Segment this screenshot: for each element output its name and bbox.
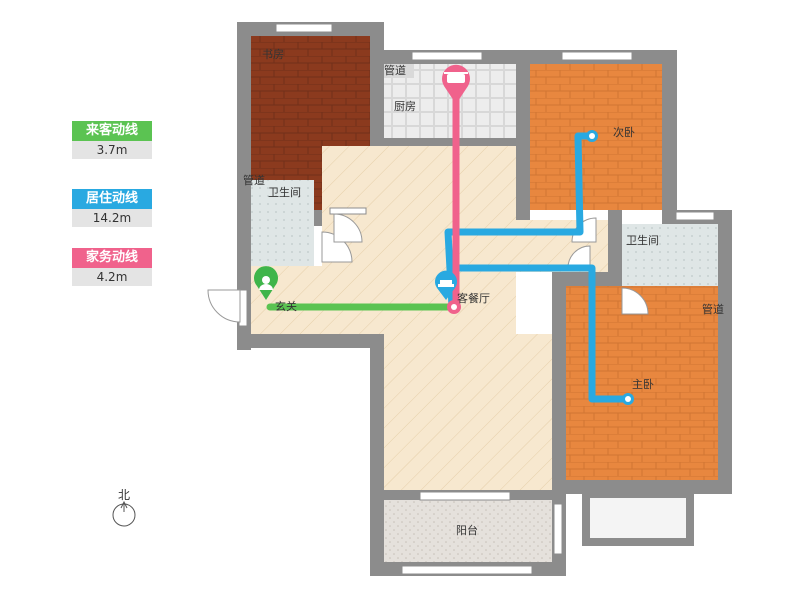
label-duct-left: 管道 [243, 173, 265, 187]
living-sofa-icon [435, 270, 457, 300]
label-duct-right: 管道 [702, 302, 724, 316]
entrance-person-icon [253, 266, 278, 300]
compass-north-label: 北 [118, 488, 130, 502]
kitchen-pot-icon [441, 64, 471, 104]
label-bathroom-right: 卫生间 [626, 233, 659, 247]
legend-guest-route-label: 来客动线 [72, 121, 152, 141]
doors [207, 213, 649, 323]
label-study: 书房 [262, 48, 284, 61]
compass: 北 [112, 488, 136, 527]
legend-guest-route: 来客动线 3.7m [72, 121, 152, 159]
balcony-floor [384, 500, 552, 562]
legend-guest-route-length: 3.7m [72, 141, 152, 159]
route-end-second-bedroom-core [589, 133, 595, 139]
route-living-to-second [444, 132, 595, 311]
label-kitchen: 厨房 [394, 100, 416, 113]
living-floor-lower [384, 334, 552, 490]
label-bathroom-left: 卫生间 [268, 185, 301, 199]
bay-window [582, 490, 694, 546]
legend-housework-route: 家务动线 4.2m [72, 248, 152, 286]
windows [238, 23, 715, 575]
legend-living-route: 居住动线 14.2m [72, 189, 152, 227]
legend-living-route-label: 居住动线 [72, 189, 152, 209]
duct-top [384, 64, 414, 78]
label-balcony: 阳台 [456, 523, 478, 537]
label-entrance: 玄关 [275, 299, 297, 313]
legend-housework-route-length: 4.2m [72, 268, 152, 286]
route-end-master-bedroom-core [625, 396, 631, 402]
bathroom-left-floor [251, 180, 314, 266]
label-master-bedroom: 主卧 [632, 378, 654, 391]
label-living-dining: 客餐厅 [457, 291, 490, 305]
label-duct-top: 管道 [384, 63, 406, 77]
legend-housework-route-label: 家务动线 [72, 248, 152, 268]
route-hub-living-core [451, 304, 457, 310]
legend-living-route-length: 14.2m [72, 209, 152, 227]
label-second-bedroom: 次卧 [613, 125, 635, 139]
